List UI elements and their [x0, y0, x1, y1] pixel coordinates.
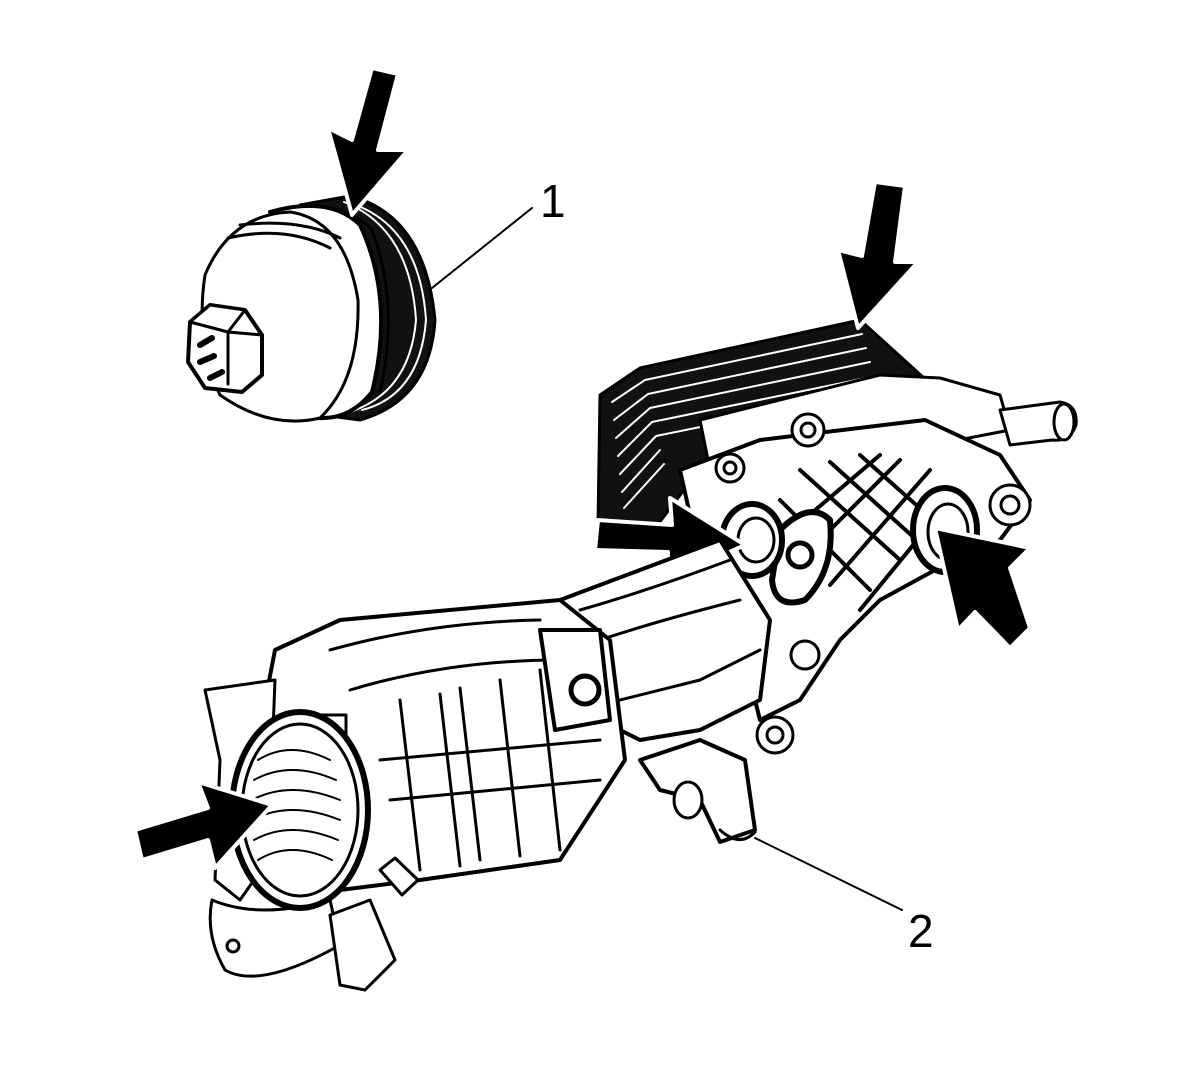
filter-housing [203, 598, 627, 992]
arrow-icon [836, 180, 920, 330]
callout-label-1: 1 [540, 175, 566, 227]
callout-2-leader [754, 837, 903, 911]
arrow-icon [933, 526, 1032, 650]
oil-cooler-housing [133, 180, 1078, 992]
arrow-icon [326, 66, 410, 217]
callout-1-leader [431, 207, 533, 289]
arrow-icon [133, 780, 274, 870]
oil-filter-cap [186, 66, 437, 423]
callout-label-2: 2 [908, 905, 934, 957]
hex-nut [186, 303, 264, 394]
